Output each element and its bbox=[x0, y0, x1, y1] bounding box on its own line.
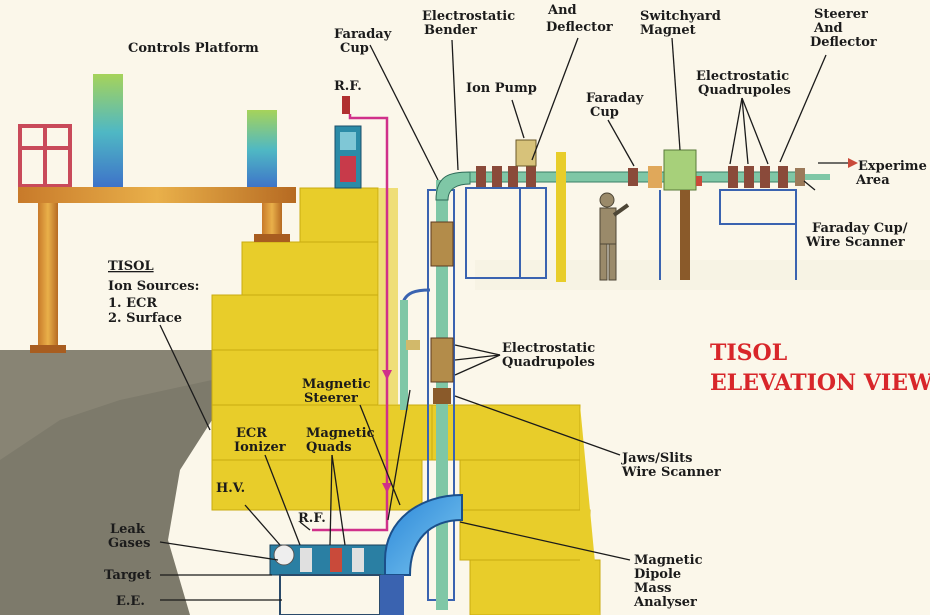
label-rf-top: R.F. bbox=[334, 79, 362, 94]
operator-figure bbox=[599, 192, 630, 281]
stand-legs bbox=[680, 190, 690, 280]
label-ion-pump: Ion Pump bbox=[466, 81, 537, 96]
ion-source-apparatus bbox=[269, 544, 391, 615]
dipole-base bbox=[380, 575, 404, 615]
right-slope bbox=[580, 405, 600, 615]
support-stands bbox=[465, 187, 797, 280]
label-ee: E.E. bbox=[116, 594, 145, 609]
label-controls-platform: Controls Platform bbox=[128, 41, 259, 56]
label-target: Target bbox=[104, 568, 151, 583]
controls-platform bbox=[18, 74, 296, 353]
label-rf-bottom: R.F. bbox=[298, 511, 326, 526]
experimental-arrow bbox=[848, 158, 858, 168]
concrete-steps bbox=[211, 187, 601, 615]
horizontal-beamline bbox=[469, 139, 830, 282]
label-faraday-cup-wire: Faraday Cup/Wire Scanner bbox=[805, 221, 908, 250]
upper-room bbox=[398, 260, 930, 290]
rf-arrow-2 bbox=[382, 483, 392, 493]
rf-arrow-1 bbox=[382, 370, 392, 380]
ground-rock-shade bbox=[0, 350, 212, 460]
label-hv: H.V. bbox=[216, 481, 245, 496]
leader-lines bbox=[159, 37, 848, 601]
rf-line bbox=[312, 114, 389, 532]
electrostatic-bender bbox=[435, 171, 471, 201]
magnetic-dipole bbox=[384, 493, 463, 576]
rf-cabinet bbox=[334, 96, 362, 189]
